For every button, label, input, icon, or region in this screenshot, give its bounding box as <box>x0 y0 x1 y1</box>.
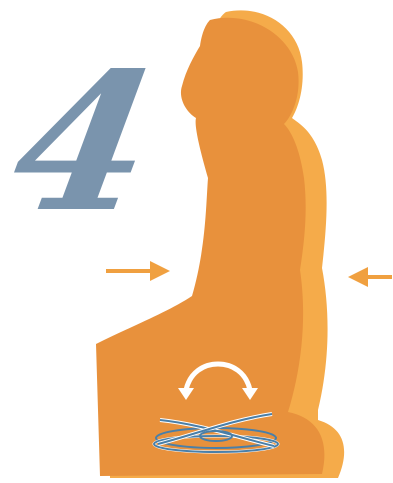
right-push-arrow-icon <box>348 267 392 287</box>
left-push-arrow-icon <box>106 261 170 281</box>
